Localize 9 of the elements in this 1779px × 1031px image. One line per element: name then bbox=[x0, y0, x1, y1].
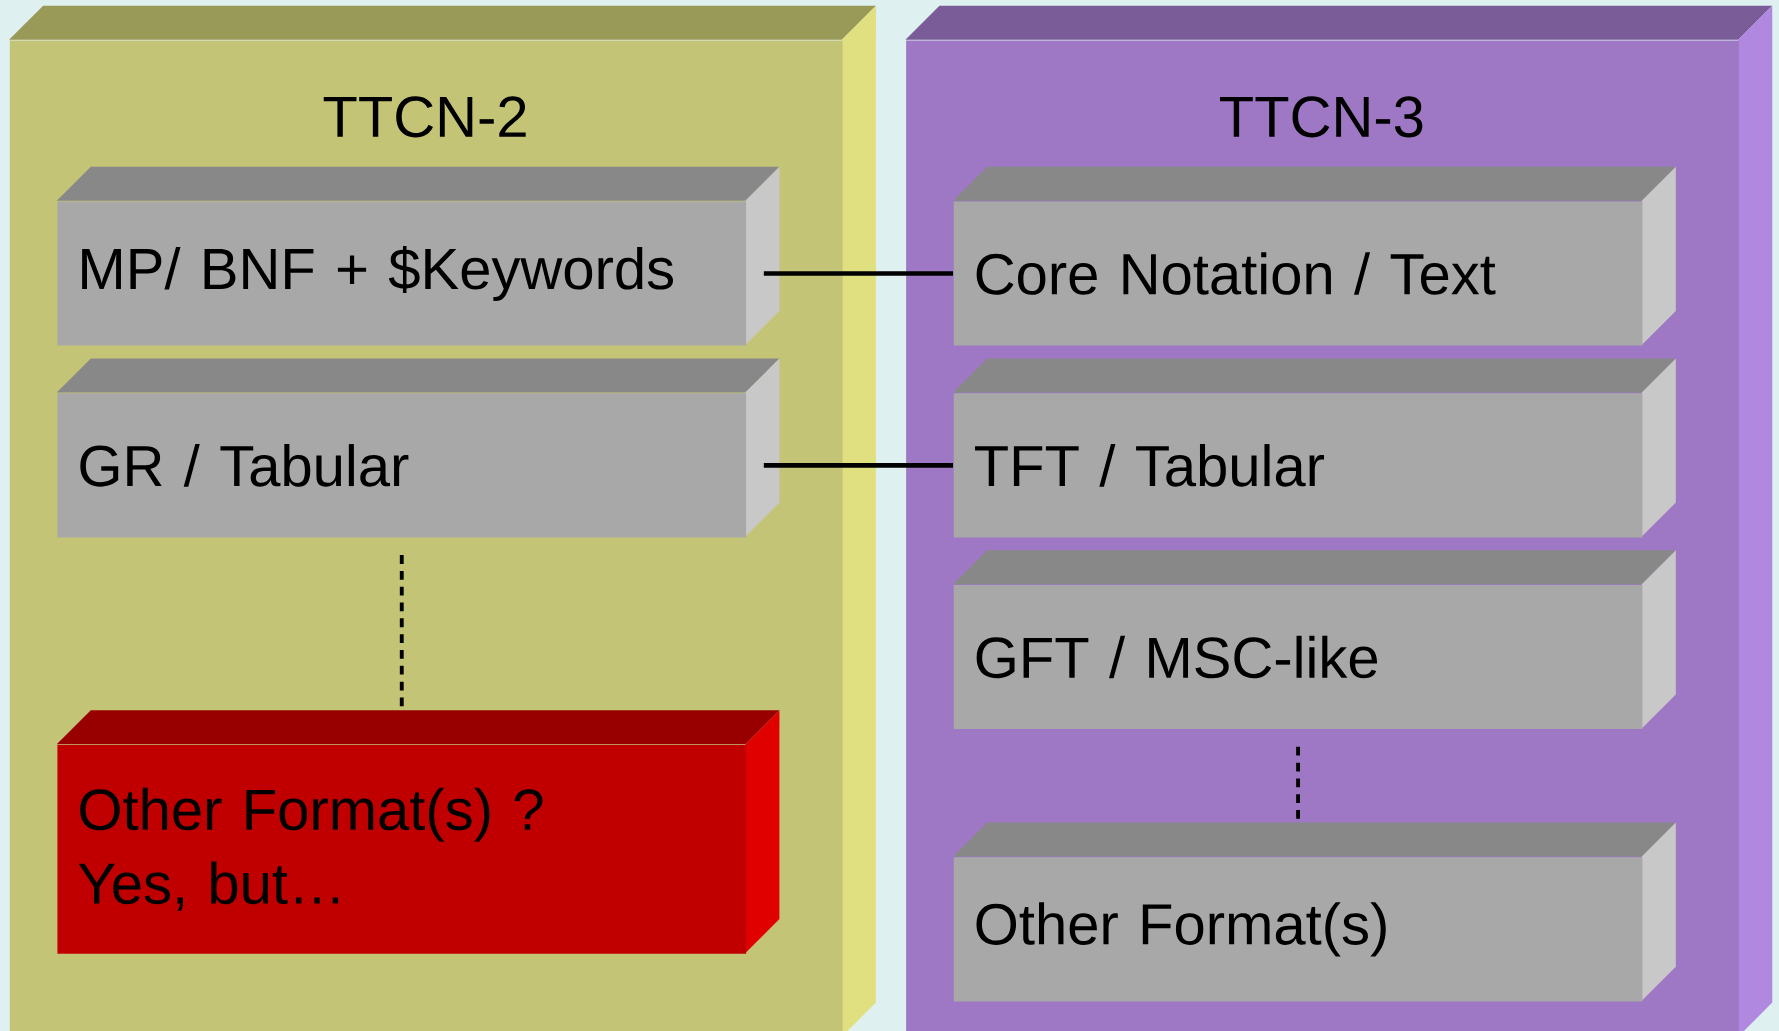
block: Other Format(s) bbox=[953, 822, 1676, 1002]
connector-line bbox=[763, 463, 953, 468]
block: MP/ BNF + $Keywords bbox=[56, 166, 780, 346]
block: Other Format(s) ? Yes, but… bbox=[56, 710, 780, 954]
connector-line bbox=[763, 271, 953, 276]
block: Core Notation / Text bbox=[953, 166, 1676, 346]
block: GFT / MSC-like bbox=[953, 550, 1676, 730]
block: GR / Tabular bbox=[56, 358, 780, 538]
block: TFT / Tabular bbox=[953, 358, 1676, 538]
